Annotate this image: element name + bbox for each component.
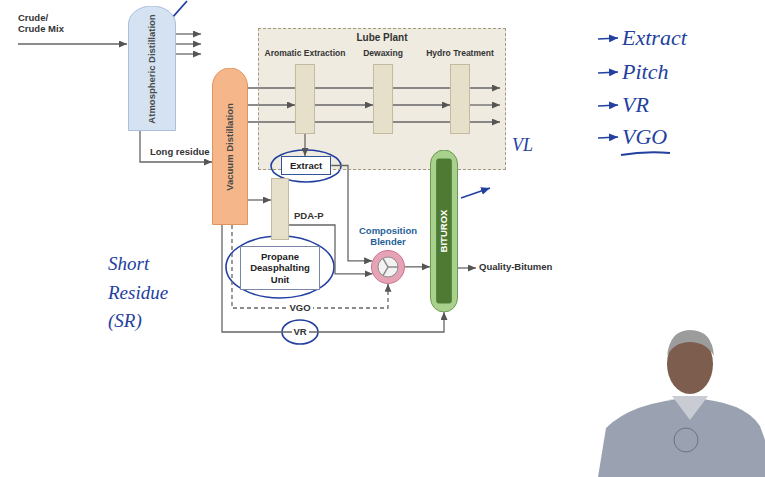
flow-line — [222, 225, 444, 332]
process-unit: Dewaxing — [352, 48, 414, 134]
unit-vessel — [271, 178, 289, 240]
column-label: BITUROX — [439, 210, 450, 253]
blender-label: Composition Blender — [352, 226, 424, 248]
crude-feed-arrow — [18, 43, 127, 44]
presenter-collar — [672, 396, 708, 420]
handwritten-note: Extract — [622, 26, 687, 50]
column-body — [213, 68, 248, 224]
flow-line — [315, 104, 373, 105]
process-unit: Hydro Treatment — [420, 48, 500, 134]
flow-line — [393, 104, 450, 105]
flow-line — [140, 131, 212, 162]
handwritten-arrow — [598, 38, 618, 39]
unit-vessel — [450, 64, 470, 134]
plant-region: Aromatic Extraction Dewaxing Hydro Treatme… — [258, 28, 506, 170]
reactor-column: BITUROX — [430, 150, 458, 312]
handwritten-arrow — [598, 72, 618, 73]
feed-label: Crude/ Crude Mix — [18, 12, 72, 35]
unit-label: Aromatic Extraction — [262, 48, 348, 58]
product-arrow — [176, 43, 201, 44]
presenter-shirt — [598, 398, 765, 477]
stream-label: Long residue — [150, 147, 210, 158]
flow-line — [232, 225, 388, 308]
unit-label: Dewaxing — [352, 48, 414, 58]
flow-line — [405, 266, 430, 267]
column-label: Vacuum Distillation — [225, 103, 236, 191]
lube-plant-ground — [258, 28, 506, 170]
column-band — [436, 158, 452, 303]
box-label: Extract — [290, 160, 322, 171]
column-body — [431, 150, 458, 312]
handwritten-note: VL — [512, 136, 533, 156]
handwritten-arrow — [598, 105, 618, 106]
lube-stream-arrow — [470, 104, 500, 105]
unit-label-box: Propane Deasphalting Unit — [240, 246, 320, 290]
stream-label: VR — [292, 327, 309, 338]
distillation-column: Vacuum Distillation — [212, 68, 248, 225]
stream-label: VGO — [288, 303, 313, 314]
unit-label: Hydro Treatment — [420, 48, 500, 58]
flow-line — [248, 199, 271, 200]
distillation-column: Atmospheric Distillation — [128, 6, 176, 131]
stream-label: PDA-P — [294, 211, 324, 222]
flow-line — [331, 166, 372, 261]
handwritten-note: VR — [622, 93, 649, 117]
column-label: Atmospheric Distillation — [147, 14, 158, 123]
product-box: Extract — [281, 156, 331, 175]
product-arrow — [458, 267, 476, 268]
region-title: Lube Plant — [259, 32, 505, 43]
presenter-hair — [667, 330, 714, 356]
unit-label: Propane Deasphalting Unit — [245, 251, 315, 285]
blender-unit: Composition Blender — [352, 226, 424, 284]
blender-wheel — [372, 251, 404, 283]
handwritten-note: Short Residue (SR) — [108, 250, 188, 336]
handwritten-underline — [621, 152, 670, 155]
unit-vessel — [373, 64, 393, 134]
unit-vessel — [295, 64, 315, 134]
process-unit: Aromatic Extraction — [262, 48, 348, 134]
flow-line — [248, 104, 295, 105]
handwritten-arrow — [461, 188, 490, 198]
flow-line — [304, 134, 305, 156]
handwritten-note: VGO — [622, 125, 667, 149]
handwritten-note: Pitch — [622, 60, 668, 84]
blender-circle — [371, 250, 405, 284]
column-body — [129, 6, 176, 130]
logo-mark — [674, 428, 698, 452]
handwritten-circle — [226, 236, 334, 298]
process-unit: Propane Deasphalting Unit — [240, 178, 320, 290]
handwritten-arrow — [598, 137, 618, 138]
product-label: Quality-Bitumen — [479, 262, 552, 273]
product-arrow — [176, 33, 201, 34]
product-arrow — [176, 53, 201, 54]
